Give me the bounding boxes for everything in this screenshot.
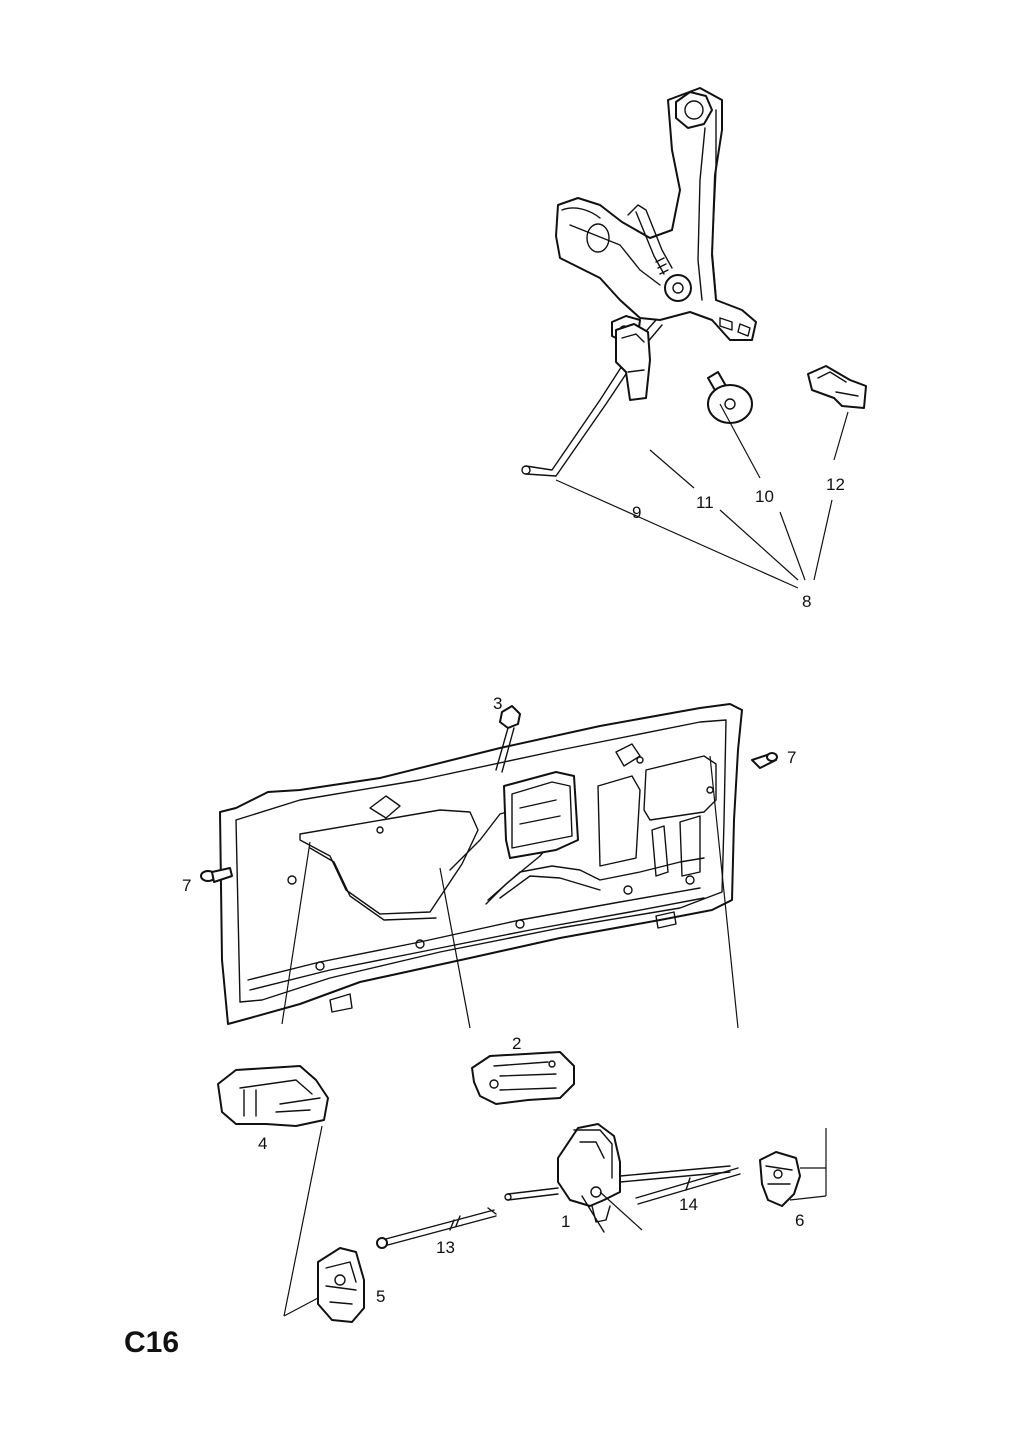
callout-2: 2 — [512, 1034, 521, 1053]
callout-10: 10 — [755, 487, 774, 506]
lock-part-1 — [504, 1123, 731, 1233]
callout-5: 5 — [376, 1287, 385, 1306]
washer-part-10 — [707, 371, 753, 424]
rod-part-14 — [635, 1167, 741, 1205]
callout-1: 1 — [561, 1212, 570, 1231]
callout-7-left: 7 — [182, 876, 191, 895]
latch-part-5 — [317, 1247, 365, 1323]
lower-leader-lines — [281, 755, 827, 1317]
callout-9: 9 — [632, 503, 641, 522]
upper-leader-lines — [555, 403, 849, 589]
bolt-part-7-left — [200, 867, 233, 883]
rod-part-13 — [376, 1207, 497, 1249]
callout-labels: 1 2 3 4 5 6 7 7 8 9 10 11 12 13 14 — [182, 475, 845, 1306]
diagram-code: C16 — [124, 1326, 179, 1359]
bolt-part-3 — [495, 705, 521, 773]
bracket-part-2 — [471, 1051, 575, 1105]
callout-7-right: 7 — [787, 748, 796, 767]
tailgate-panel — [219, 703, 743, 1025]
latch-part-6 — [759, 1151, 801, 1207]
clip-part-12 — [807, 365, 867, 409]
callout-8: 8 — [802, 592, 811, 611]
callout-13: 13 — [436, 1238, 455, 1257]
callout-12: 12 — [826, 475, 845, 494]
callout-4: 4 — [258, 1134, 267, 1153]
callout-11: 11 — [696, 493, 714, 512]
cover-part-4 — [217, 1065, 329, 1127]
callout-14: 14 — [679, 1195, 698, 1214]
bolt-part-7-right — [751, 752, 778, 769]
clip-part-11 — [615, 323, 651, 401]
callout-3: 3 — [493, 694, 502, 713]
callout-6: 6 — [795, 1211, 804, 1230]
